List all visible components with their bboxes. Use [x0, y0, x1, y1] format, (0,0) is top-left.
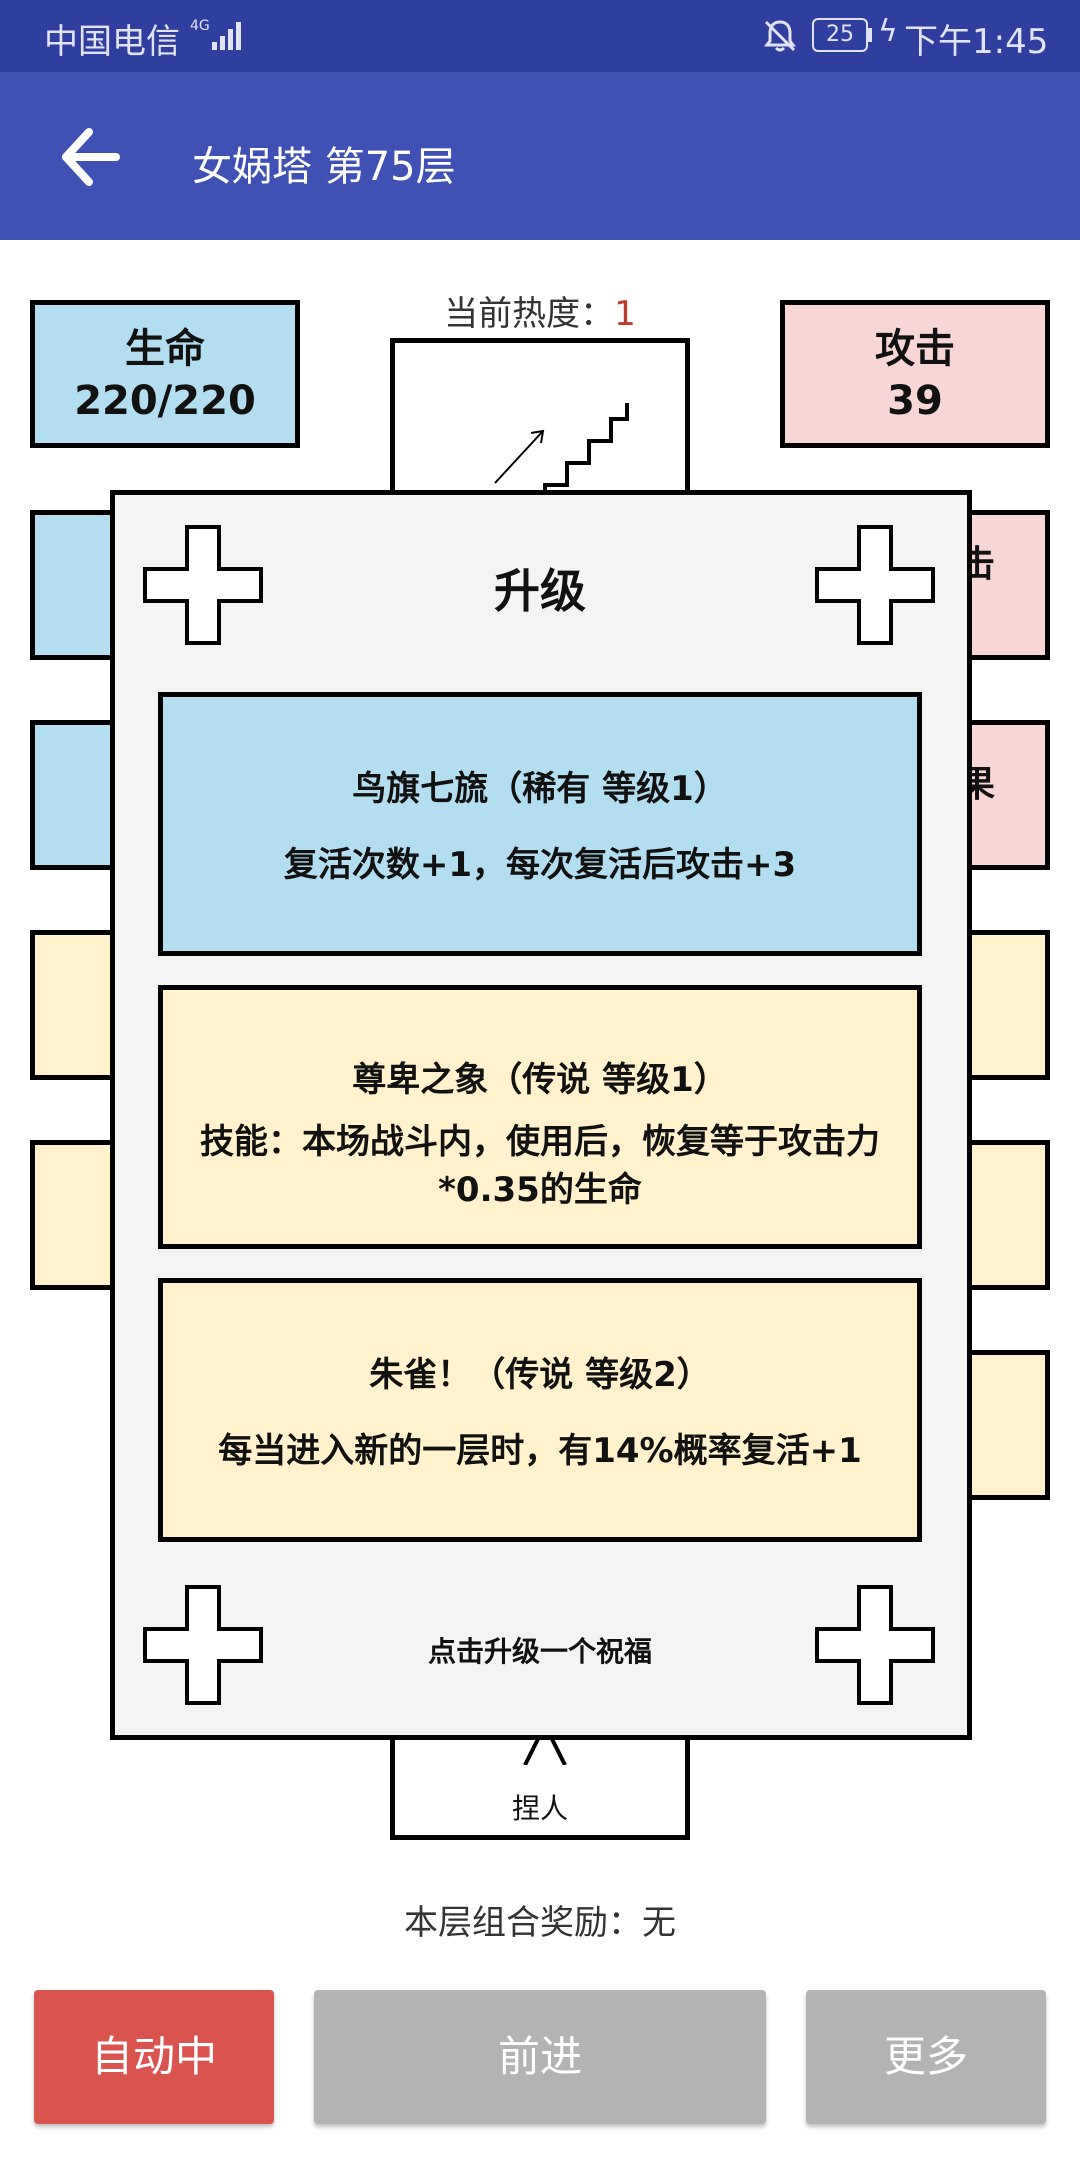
dialog-hint: 点击升级一个祝福	[427, 1635, 652, 1668]
bottom-tile-label: 捏人	[511, 1792, 568, 1825]
heat-value: 1	[614, 294, 636, 334]
page-title: 女娲塔 第75层	[192, 144, 456, 190]
auto-button[interactable]: 自动中	[34, 1990, 274, 2124]
arrow-left-icon	[62, 128, 120, 186]
floor-bonus-label: 本层组合奖励：	[404, 1903, 642, 1943]
stairs-tile[interactable]	[390, 338, 690, 518]
plus-cross-icon	[143, 525, 263, 645]
figure-icon	[523, 1734, 567, 1765]
floor-bonus: 本层组合奖励：无	[0, 1895, 1080, 1944]
plus-cross-icon	[815, 525, 935, 645]
option-name: 朱雀！（传说 等级2）	[369, 1355, 711, 1395]
back-button[interactable]	[56, 122, 126, 192]
option-description: 每当进入新的一层时，有14%概率复活+1	[218, 1431, 862, 1471]
floor-bonus-value: 无	[642, 1903, 676, 1943]
upgrade-option-2[interactable]: 尊卑之象（传说 等级1） 技能：本场战斗内，使用后，恢复等于攻击力*0.35的生…	[158, 985, 922, 1249]
mute-bell-icon	[762, 18, 798, 63]
heat-label: 当前热度：	[444, 294, 615, 334]
charging-icon: ϟ	[878, 14, 898, 49]
option-description: 技能：本场战斗内，使用后，恢复等于攻击力*0.35的生命	[200, 1122, 880, 1210]
upgrade-option-3[interactable]: 朱雀！（传说 等级2） 每当进入新的一层时，有14%概率复活+1	[158, 1278, 922, 1542]
clock: 下午1:45	[904, 22, 1049, 62]
more-button[interactable]: 更多	[806, 1990, 1046, 2124]
upgrade-option-1[interactable]: 鸟旗七旒（稀有 等级1） 复活次数+1，每次复活后攻击+3	[158, 692, 922, 956]
option-description: 复活次数+1，每次复活后攻击+3	[283, 845, 797, 885]
option-name: 鸟旗七旒（稀有 等级1）	[352, 769, 728, 809]
plus-cross-icon	[143, 1585, 263, 1705]
app-bar	[0, 72, 1080, 240]
battery-level: 25	[812, 18, 868, 52]
hp-value: 220/220	[74, 378, 256, 424]
signal-icon: 4G	[190, 16, 250, 65]
status-bar: 中国电信 4G 25 ϟ 下午1:45	[0, 0, 1080, 72]
carrier-name: 中国电信	[44, 22, 180, 62]
plus-cross-icon	[815, 1585, 935, 1705]
stairs-icon	[494, 403, 629, 498]
heat-indicator: 当前热度：1	[420, 286, 660, 335]
hp-card: 生命 220/220	[30, 300, 300, 448]
option-name: 尊卑之象（传说 等级1）	[352, 1060, 728, 1100]
hp-label: 生命	[125, 326, 205, 372]
attack-card: 攻击 39	[780, 300, 1050, 448]
network-type: 4G	[190, 18, 210, 34]
forward-button[interactable]: 前进	[314, 1990, 766, 2124]
dialog-title: 升级	[494, 564, 586, 618]
attack-label: 攻击	[875, 326, 955, 372]
attack-value: 39	[887, 378, 943, 424]
battery-tip	[868, 28, 872, 42]
